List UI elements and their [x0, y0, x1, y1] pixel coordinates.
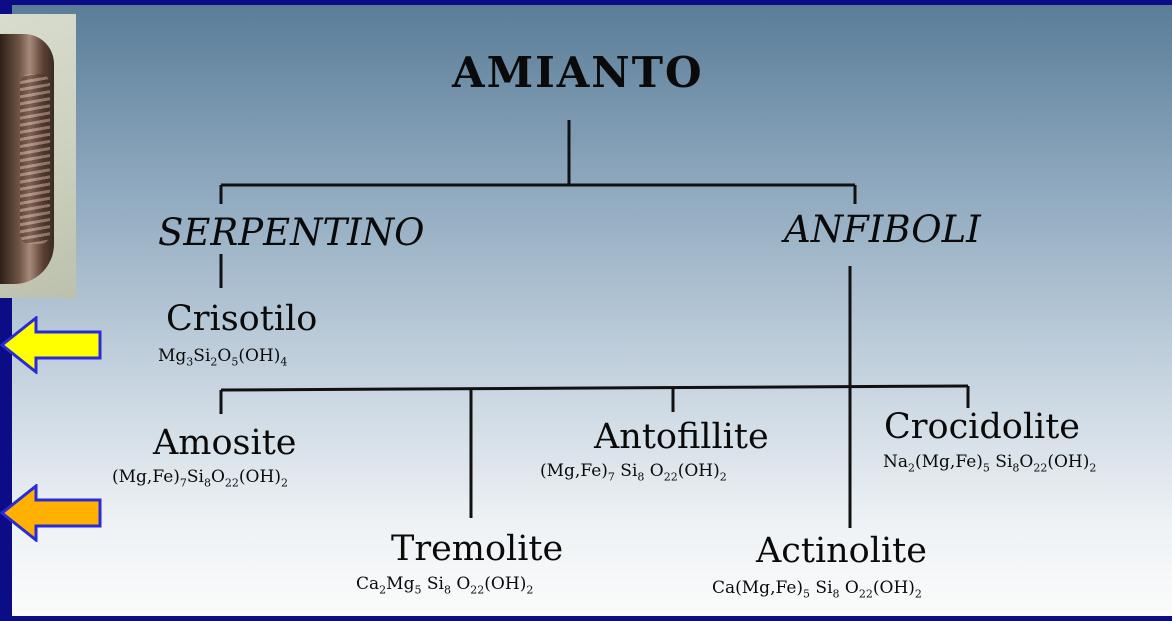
mineral-tremolite-name: Tremolite [391, 529, 564, 569]
formula-subscript: 22 [663, 470, 678, 484]
formula-part: (Mg,Fe) [540, 461, 608, 481]
formula-subscript: 5 [231, 355, 239, 369]
formula-subscript: 5 [414, 583, 422, 597]
formula-subscript: 8 [637, 470, 645, 484]
formula-subscript: 22 [858, 587, 873, 601]
rock-fiber-texture [20, 74, 50, 244]
formula-part: Si [989, 452, 1013, 472]
formula-subscript: 3 [186, 355, 194, 369]
connector-amphibole-bar [220, 384, 969, 392]
formula-subscript: 2 [908, 461, 916, 475]
formula-part: Mg [158, 346, 187, 366]
category-anfiboli: ANFIBOLI [784, 208, 981, 251]
formula-part: Ca [356, 574, 380, 594]
formula-subscript: 8 [443, 583, 451, 597]
formula-part: O [210, 467, 225, 487]
formula-part: (OH) [238, 467, 281, 487]
formula-part: Na [883, 452, 909, 472]
formula-part: (OH) [484, 574, 527, 594]
orange-arrow-shape [0, 484, 102, 542]
formula-part: O [1019, 452, 1034, 472]
mineral-amosite-formula: (Mg,Fe)7Si8O22(OH)2 [112, 467, 288, 490]
diagram-title: AMIANTO [452, 48, 704, 97]
formula-part: Ca(Mg,Fe) [712, 578, 804, 598]
orange-arrow-icon [0, 484, 102, 542]
formula-part: (OH) [238, 346, 281, 366]
mineral-crisotilo-formula: Mg3Si2O5(OH)4 [158, 346, 288, 369]
formula-part: (OH) [1047, 452, 1090, 472]
formula-subscript: 22 [470, 583, 485, 597]
formula-subscript: 2 [280, 476, 288, 490]
formula-part: (Mg,Fe) [915, 452, 983, 472]
mineral-actinolite-formula: Ca(Mg,Fe)5 Si8 O22(OH)2 [712, 578, 922, 601]
formula-subscript: 8 [203, 476, 211, 490]
formula-part: O [450, 574, 471, 594]
mineral-antofillite-name: Antofillite [594, 417, 769, 457]
mineral-actinolite-name: Actinolite [756, 531, 927, 571]
formula-part: (OH) [872, 578, 915, 598]
slide-panel [12, 5, 1172, 616]
formula-part: Mg [386, 574, 415, 594]
formula-part: O [839, 578, 859, 598]
mineral-crocidolite-formula: Na2(Mg,Fe)5 Si8O22(OH)2 [883, 452, 1097, 475]
formula-subscript: 22 [224, 476, 239, 490]
formula-part: O [217, 346, 232, 366]
category-serpentino: SERPENTINO [158, 211, 425, 254]
formula-subscript: 2 [719, 470, 727, 484]
asbestos-rock-photo [0, 14, 76, 298]
mineral-amosite-name: Amosite [153, 423, 297, 463]
formula-subscript: 8 [832, 587, 840, 601]
formula-part: Si [193, 346, 211, 366]
formula-subscript: 5 [982, 461, 990, 475]
mineral-crisotilo-name: Crisotilo [166, 299, 318, 339]
formula-part: (OH) [677, 461, 720, 481]
yellow-arrow-icon [0, 316, 102, 374]
formula-subscript: 5 [803, 587, 811, 601]
formula-subscript: 4 [280, 355, 288, 369]
formula-part: Si [810, 578, 833, 598]
formula-part: Si [421, 574, 444, 594]
formula-part: (Mg,Fe) [112, 467, 180, 487]
formula-subscript: 2 [1089, 461, 1097, 475]
yellow-arrow-shape [0, 316, 102, 374]
formula-part: Si [186, 467, 204, 487]
formula-part: Si [614, 461, 638, 481]
formula-part: O [644, 461, 664, 481]
mineral-tremolite-formula: Ca2Mg5 Si8 O22(OH)2 [356, 574, 534, 597]
formula-subscript: 2 [379, 583, 387, 597]
formula-subscript: 7 [607, 470, 615, 484]
mineral-antofillite-formula: (Mg,Fe)7 Si8 O22(OH)2 [540, 461, 727, 484]
mineral-crocidolite-name: Crocidolite [884, 407, 1081, 447]
formula-subscript: 8 [1012, 461, 1020, 475]
formula-subscript: 2 [914, 587, 922, 601]
formula-subscript: 2 [210, 355, 218, 369]
formula-subscript: 2 [526, 583, 534, 597]
formula-subscript: 22 [1033, 461, 1048, 475]
formula-subscript: 7 [179, 476, 187, 490]
